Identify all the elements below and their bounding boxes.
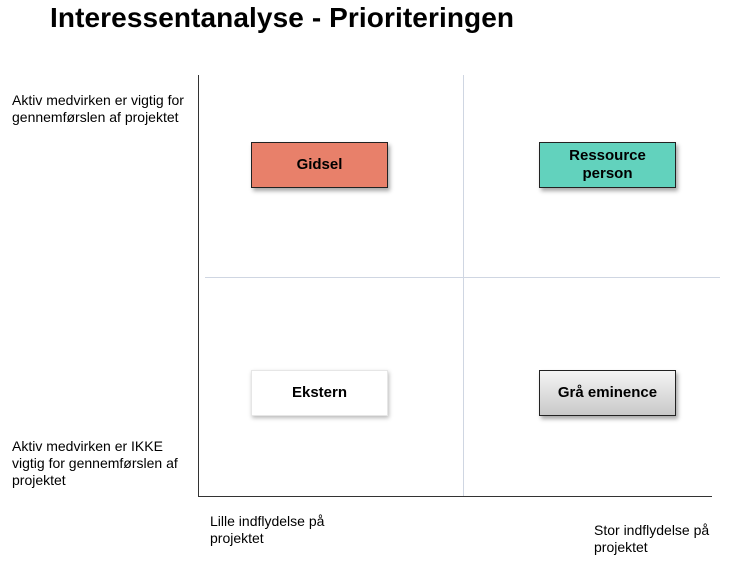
horizontal-quadrant-divider xyxy=(205,277,720,278)
quadrant-label: Gidsel xyxy=(296,156,343,173)
quadrant-box-ressource-person: Ressource person xyxy=(539,142,676,188)
quadrant-box-gidsel: Gidsel xyxy=(251,142,388,188)
y-axis-bottom-label: Aktiv medvirken er IKKE vigtig for genne… xyxy=(12,438,178,488)
quadrant-label: Ekstern xyxy=(291,384,348,401)
vertical-quadrant-divider xyxy=(463,75,464,496)
quadrant-label: Grå eminence xyxy=(557,384,658,401)
x-axis-left-label: Lille indflydelse på projektet xyxy=(210,513,325,546)
x-axis-right-label: Stor indflydelse på projektet xyxy=(594,522,710,555)
page-title: Interessentanalyse - Prioriteringen xyxy=(50,2,515,33)
y-axis-line xyxy=(198,75,199,497)
y-axis-top-label: Aktiv medvirken er vigtig for gennemførs… xyxy=(12,92,184,125)
x-axis-line xyxy=(198,496,712,497)
quadrant-box-graa-eminence: Grå eminence xyxy=(539,370,676,416)
quadrant-box-ekstern: Ekstern xyxy=(251,370,388,416)
quadrant-label: Ressource person xyxy=(569,147,646,182)
